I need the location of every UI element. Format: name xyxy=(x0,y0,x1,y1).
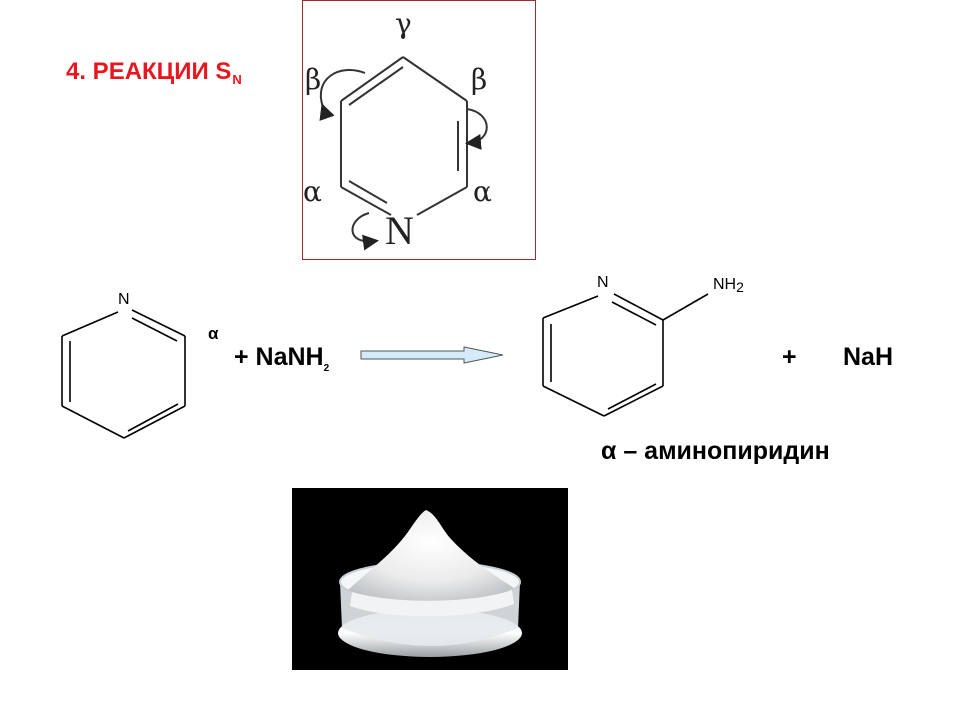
amino-group-subscript: 2 xyxy=(736,279,744,295)
slide-title: 4. РЕАКЦИИ SN xyxy=(66,58,242,87)
reactant-nitrogen-label: N xyxy=(118,291,130,308)
amino-group-text: NH xyxy=(713,276,737,293)
product-nitrogen-label: N xyxy=(597,274,609,291)
double-bond xyxy=(607,383,657,410)
reaction-arrow xyxy=(360,346,504,364)
alpha-position-mark: α xyxy=(208,324,219,343)
amino-group-label: NH2 xyxy=(713,276,744,295)
double-bond xyxy=(611,301,657,326)
powder-pile xyxy=(348,510,514,603)
ring-bond xyxy=(131,309,186,337)
byproduct-nah: NaH xyxy=(843,343,894,371)
double-bond xyxy=(127,403,179,432)
ring-bond xyxy=(542,295,599,319)
ring-bond xyxy=(340,56,404,102)
alpha-label-right: α xyxy=(473,175,492,208)
curved-arrow xyxy=(319,69,366,121)
pyridine-ring-diagram xyxy=(319,56,488,251)
ring-bond xyxy=(542,385,605,417)
reagent-subscript: 2 xyxy=(323,363,330,374)
ring-bond xyxy=(613,293,664,321)
ring-bond xyxy=(61,405,125,439)
double-bond xyxy=(348,66,404,106)
ring-bond xyxy=(402,56,468,102)
pyridine-position-diagram: γ β β α α N xyxy=(302,0,536,260)
product-name: α – аминопиридин xyxy=(601,437,830,465)
powder-photo xyxy=(292,488,568,670)
ring-bond xyxy=(603,385,664,417)
gamma-label: γ xyxy=(395,7,412,40)
pyridine-reactant-structure xyxy=(61,309,186,439)
double-bond xyxy=(348,180,388,204)
slide-title-subscript: N xyxy=(232,72,242,87)
beta-label-right: β xyxy=(471,63,488,96)
plus-sign: + xyxy=(782,343,797,371)
reagent-text: + NaNH xyxy=(234,343,324,371)
ring-bond xyxy=(416,186,468,216)
curved-arrow xyxy=(465,108,488,150)
aminopyridine-product-structure xyxy=(542,293,709,417)
arrow-shape xyxy=(360,346,504,364)
ring-bond xyxy=(123,405,186,439)
powder-image xyxy=(292,488,568,670)
ring-bond xyxy=(340,186,392,216)
amino-bond xyxy=(662,293,709,321)
slide-title-text: 4. РЕАКЦИИ S xyxy=(66,58,232,85)
powder-fill xyxy=(350,590,514,617)
ring-bond xyxy=(61,311,119,337)
beta-label-left: β xyxy=(305,63,322,96)
curved-arrow xyxy=(351,212,379,251)
reagent-nanh2: + NaNH2 xyxy=(234,343,329,374)
alpha-label-left: α xyxy=(303,175,322,208)
double-bond xyxy=(131,317,178,342)
nitrogen-atom-label: N xyxy=(385,208,414,253)
